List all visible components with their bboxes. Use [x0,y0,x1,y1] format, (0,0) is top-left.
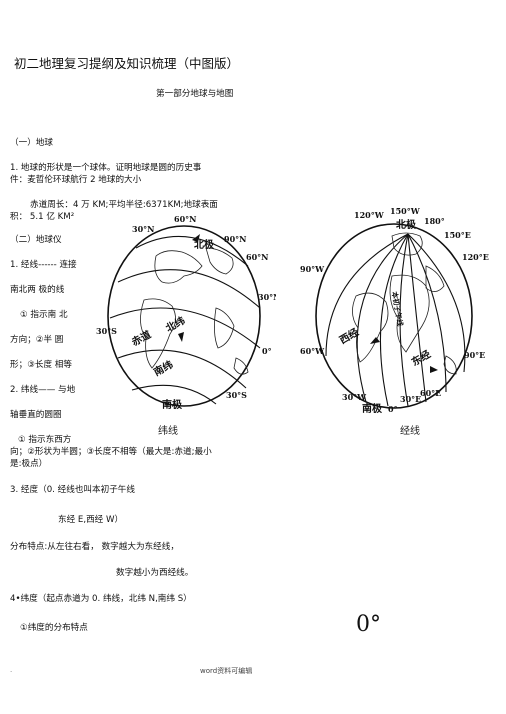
parallel-lines [109,235,261,405]
paragraph-parallel-2: 轴垂直的圆圈 [10,410,62,420]
label-south-pole: 南极 [162,398,183,411]
footer-dot: . [10,666,13,674]
label-north-pole: 北极 [396,218,417,231]
label-south-pole: 南极 [362,402,383,415]
label-30s-bottom: 30°S [226,390,247,400]
section-globe: （二）地球仪 [10,235,62,245]
label-150e: 150°E [444,230,471,240]
footer-note: word资料可编辑 [200,667,253,675]
label-south-latitude: 南纬 [151,358,175,379]
continent-outlines [352,232,457,375]
paragraph-parallel-3: ① 指示东西方 [18,435,72,445]
paragraph-shape-line2: 件：麦哲伦环球航行 2 地球的大小 [10,175,142,185]
label-60w: 60°W [300,346,325,356]
paragraph-distribution-2: 数字越小为西经线。 [116,568,194,578]
arrow-icon [192,234,200,242]
label-180: 180° [424,216,445,226]
paragraph-latitude: 4•纬度（起点赤道为 0. 纬线，北纬 N,南纬 S） [10,594,192,604]
label-30n: 30°N [132,224,154,234]
meridian-lines [325,233,466,407]
label-60e: 60°E [420,388,441,398]
label-90e: 90°E [464,350,485,360]
label-east-longitude: 东经 [409,347,433,368]
label-90n: 90°N [224,234,246,244]
label-north-pole: 北极 [194,238,215,251]
caption-parallels: 纬线 [158,424,178,437]
paragraph-meridian-2: 南北两 极的线 [10,285,65,295]
label-30n-right: 30°N [258,292,276,302]
paragraph-meridian: 1. 经线------ 连接 [10,260,77,270]
arrow-icon [178,332,184,342]
meridians-globe-figure: 120°W 150°W 180° 150°E 90°W 120°E 60°W 9… [300,206,489,437]
part-heading: 第一部分地球与地图 [156,89,234,99]
paragraph-meridian-5: 形；③长度 相等 [10,360,72,370]
paragraph-parallel-5: 是:极点） [10,459,48,469]
document-title: 初二地理复习提纲及知识梳理（中图版） [14,56,240,71]
label-0: 0° [262,346,272,356]
caption-meridians: 经线 [400,424,420,437]
paragraph-size-line2: 积： 5.1 亿 KM² [10,212,75,222]
label-prime-meridian: 本初子午线 [390,290,405,327]
label-60n: 60°N [174,214,196,224]
globe-outline [107,225,261,407]
continent-outlines [140,247,249,375]
arrow-icon [370,337,380,344]
label-30s: 30°S [96,326,117,336]
globe-outline [315,223,473,409]
arrow-icon [430,366,438,373]
zero-degree-mark: 0° [356,612,381,637]
paragraph-meridian-4: 方向；②半 圆 [10,335,64,345]
paragraph-longitude: 3. 经度（0. 经线也叫本初子午线 [10,485,135,495]
paragraph-parallel: 2. 纬线—— 与地 [10,385,76,395]
paragraph-size-line1: 赤道周长：4 万 KM;平均半径:6371KM;地球表面 [30,200,218,210]
label-0: 0° [388,404,398,414]
label-equator: 赤道 [129,328,153,349]
label-30e: 30°E [400,394,421,404]
paragraph-distribution: 分布特点:从左往右看， 数字越大为东经线， [10,542,179,552]
label-30w: 30°W [342,392,367,402]
label-150w: 150°W [390,206,421,216]
label-120w: 120°W [354,210,385,220]
paragraph-shape-line1: 1. 地球的形状是一个球体。证明地球是圆的历史事 [10,163,202,173]
label-60n-right: 60°N [246,252,268,262]
section-earth: （一）地球 [10,138,53,148]
parallels-globe-figure: 30°N 60°N 90°N 60°N 30°N 30°S 0° 30°S 北极… [96,214,276,437]
paragraph-meridian-3: ① 指示南 北 [20,310,68,320]
paragraph-parallel-4: 向；②形状为半圆；③长度不相等（最大是:赤道;最小 [10,447,212,457]
paragraph-longitude-2: 东经 E,西经 W） [58,515,124,525]
label-120e: 120°E [462,252,489,262]
paragraph-latitude-2: ①纬度的分布特点 [20,623,88,633]
label-90w: 90°W [300,264,325,274]
